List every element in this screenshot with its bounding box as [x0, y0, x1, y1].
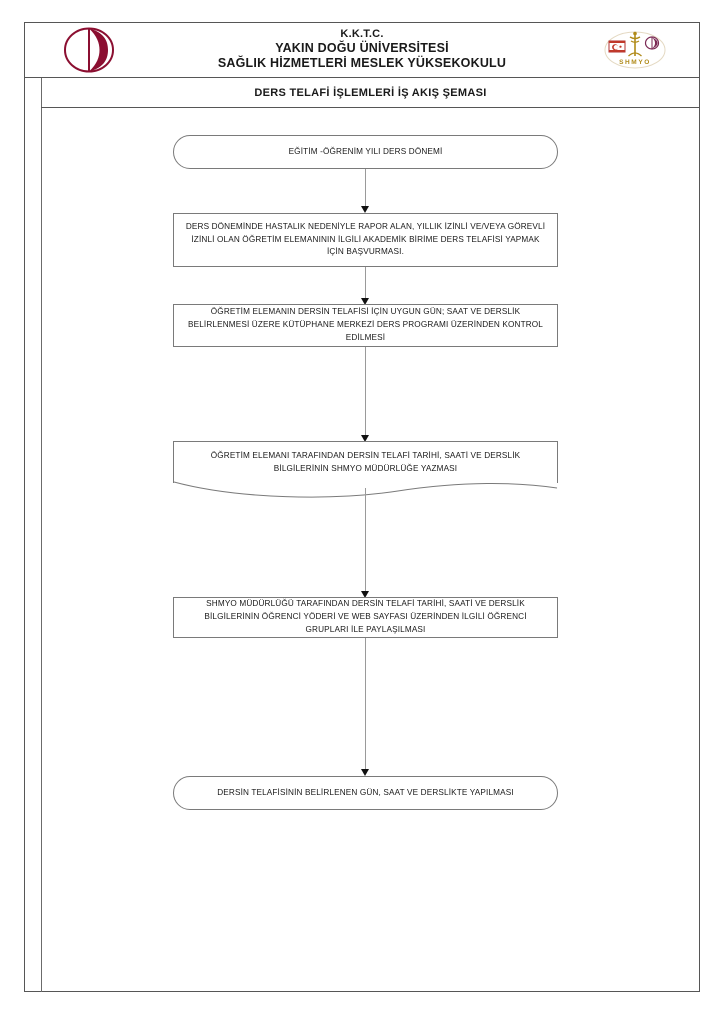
flow-node-start-label: EĞİTİM -ÖĞRENİM YILI DERS DÖNEMİ — [288, 146, 443, 156]
flow-edge-5 — [365, 638, 366, 771]
flow-edge-1-arrowhead — [361, 206, 369, 213]
flow-node-application-label: DERS DÖNEMİNDE HASTALIK NEDENİYLE RAPOR … — [185, 221, 546, 257]
flow-edge-3 — [365, 347, 366, 438]
header-university-line: YAKIN DOĞU ÜNİVERSİTESİ — [275, 41, 449, 56]
flowchart-canvas: EĞİTİM -ÖĞRENİM YILI DERS DÖNEMİ DERS DÖ… — [41, 108, 700, 992]
header-logo-right-cell: SHMYO — [570, 28, 700, 72]
flow-edge-5-arrowhead — [361, 769, 369, 776]
header-title-block: K.K.T.C. YAKIN DOĞU ÜNİVERSİTESİ SAĞLIK … — [154, 28, 570, 70]
flow-node-written-notice[interactable]: ÖĞRETİM ELEMANI TARAFINDAN DERSİN TELAFİ… — [173, 441, 558, 498]
document-shape-wave — [173, 481, 558, 498]
page-outer-frame — [24, 22, 700, 992]
flow-node-end[interactable]: DERSİN TELAFİSİNİN BELİRLENEN GÜN, SAAT … — [173, 776, 558, 810]
flow-edge-3-arrowhead — [361, 435, 369, 442]
flow-node-end-label: DERSİN TELAFİSİNİN BELİRLENEN GÜN, SAAT … — [217, 787, 514, 797]
header-logo-left-cell — [24, 26, 154, 74]
flow-node-application[interactable]: DERS DÖNEMİNDE HASTALIK NEDENİYLE RAPOR … — [173, 213, 558, 267]
flow-node-schedule-check-label: ÖĞRETİM ELEMANIN DERSİN TELAFİSİ İÇİN UY… — [187, 307, 544, 342]
flow-node-share-with-students[interactable]: SHMYO MÜDÜRLÜĞÜ TARAFINDAN DERSİN TELAFİ… — [173, 597, 558, 638]
flow-edge-4 — [365, 488, 366, 593]
flow-edge-4-arrowhead — [361, 591, 369, 598]
flow-edge-1 — [365, 169, 366, 208]
flow-node-written-notice-label: ÖĞRETİM ELEMANI TARAFINDAN DERSİN TELAFİ… — [210, 450, 521, 473]
header-school-line: SAĞLIK HİZMETLERİ MESLEK YÜKSEKOKULU — [217, 55, 507, 70]
flow-edge-2 — [365, 267, 366, 300]
flow-edge-2-arrowhead — [361, 298, 369, 305]
flowchart-title: DERS TELAFİ İŞLEMLERİ İŞ AKIŞ ŞEMASI — [254, 86, 487, 99]
flow-node-schedule-check[interactable]: ÖĞRETİM ELEMANIN DERSİN TELAFİSİ İÇİN UY… — [173, 304, 558, 347]
shmyo-caduceus-logo-icon: SHMYO — [604, 31, 666, 68]
neu-crescent-logo-icon — [64, 27, 114, 72]
page-gutter-rule — [41, 78, 42, 992]
flow-node-start[interactable]: EĞİTİM -ÖĞRENİM YILI DERS DÖNEMİ — [173, 135, 558, 169]
document-header: K.K.T.C. YAKIN DOĞU ÜNİVERSİTESİ SAĞLIK … — [24, 22, 700, 78]
header-country-line: K.K.T.C. — [340, 28, 384, 41]
flowchart-title-band: DERS TELAFİ İŞLEMLERİ İŞ AKIŞ ŞEMASI — [41, 78, 700, 108]
flow-node-share-with-students-label: SHMYO MÜDÜRLÜĞÜ TARAFINDAN DERSİN TELAFİ… — [204, 599, 527, 634]
svg-text:SHMYO: SHMYO — [619, 59, 651, 66]
